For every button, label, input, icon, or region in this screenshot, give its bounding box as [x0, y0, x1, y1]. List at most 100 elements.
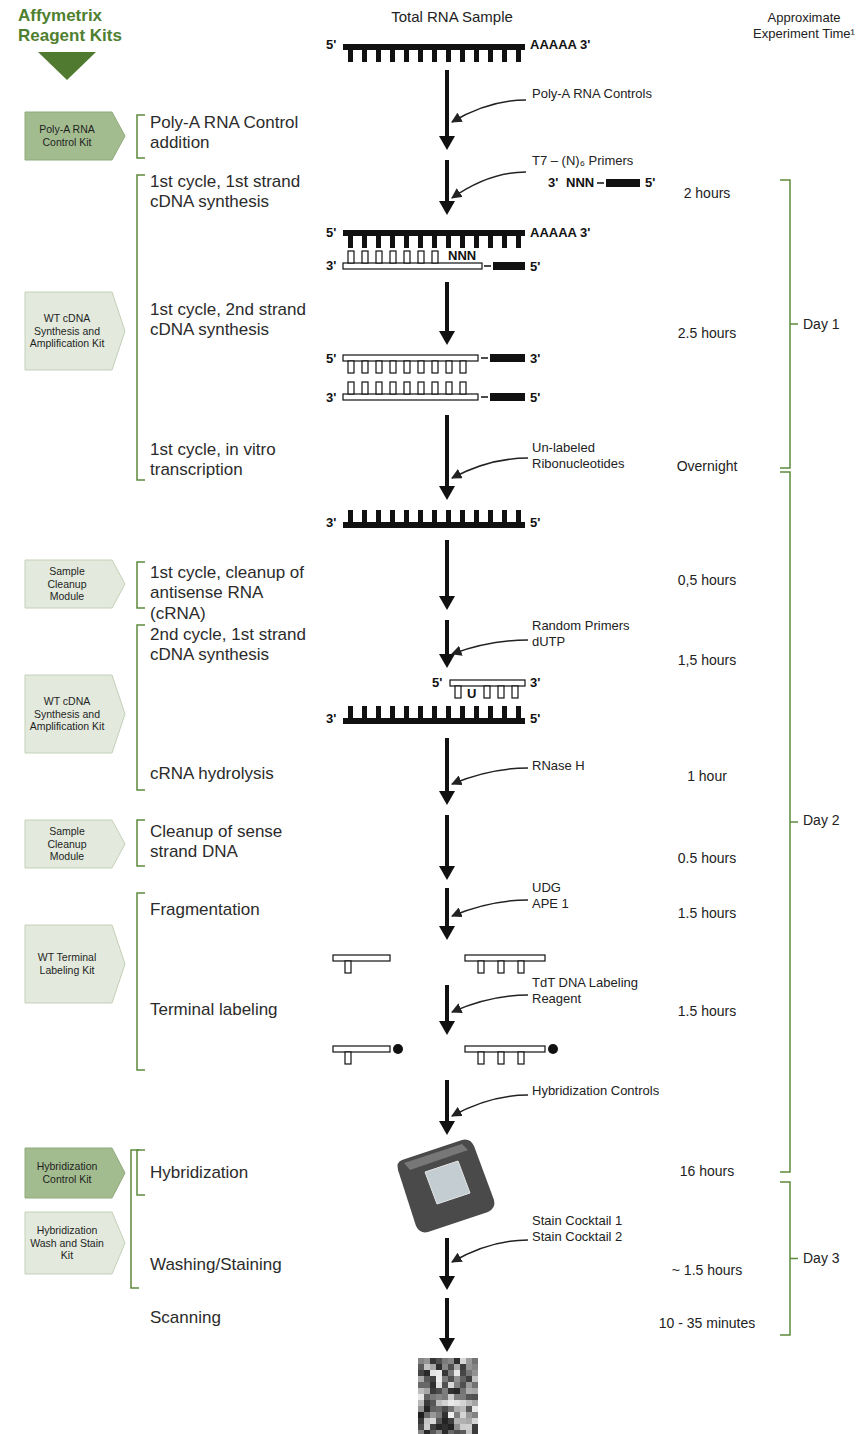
base — [390, 382, 396, 394]
base — [460, 50, 465, 62]
base — [376, 251, 382, 263]
scan-pixel — [454, 1370, 460, 1376]
strand-backbone — [343, 263, 482, 269]
strand-end-label: 5' — [326, 38, 336, 51]
scan-pixel — [448, 1364, 454, 1370]
scan-pixel — [460, 1412, 466, 1418]
scan-pixel — [436, 1400, 442, 1406]
day-bracket — [780, 1182, 798, 1335]
scan-pixel — [436, 1394, 442, 1400]
step-label: 1st cycle, in vitro transcription — [150, 440, 322, 481]
reagent-label: RNase H — [532, 758, 632, 774]
scan-pixel — [436, 1370, 442, 1376]
base — [460, 236, 465, 248]
scan-pixel — [460, 1406, 466, 1412]
reagent-label: Hybridization Controls — [532, 1083, 662, 1099]
scan-pixel — [472, 1370, 478, 1376]
tag-outline — [25, 560, 125, 608]
base — [390, 251, 396, 263]
flow-arrow — [445, 888, 449, 928]
flow-arrowhead — [439, 654, 455, 668]
time-label: 16 hours — [647, 1163, 767, 1180]
reagent-label: T7 – (N)₆ Primers — [532, 153, 662, 169]
flow-arrow — [445, 540, 449, 598]
base — [404, 251, 410, 263]
base — [348, 706, 353, 718]
t7-promoter — [606, 179, 640, 187]
base — [418, 251, 424, 263]
scan-pixel — [472, 1430, 478, 1434]
base — [516, 706, 521, 718]
kit-bracket — [137, 175, 145, 480]
time-label: 2 hours — [647, 185, 767, 202]
header-label: Approximate Experiment Time¹ — [748, 10, 860, 41]
base — [404, 50, 409, 62]
dna-strand — [333, 955, 390, 973]
step-label: Terminal labeling — [150, 1000, 322, 1020]
base — [460, 382, 466, 394]
time-label: 1 hour — [647, 768, 767, 785]
scan-pixel — [418, 1370, 424, 1376]
strand-backbone — [343, 522, 525, 528]
scan-pixel — [466, 1424, 472, 1430]
scan-pixel — [460, 1418, 466, 1424]
header-label: Total RNA Sample — [372, 8, 532, 26]
scan-pixel — [436, 1412, 442, 1418]
kit-tag: WT Terminal Labeling Kit — [25, 925, 125, 1003]
flow-arrowhead — [439, 201, 455, 215]
scan-pixel — [418, 1376, 424, 1382]
base — [390, 236, 395, 248]
base — [404, 361, 410, 373]
base — [432, 236, 437, 248]
dna-strand — [465, 1046, 545, 1064]
time-label: 1,5 hours — [647, 652, 767, 669]
base — [498, 961, 504, 973]
kit-tag: WT cDNA Synthesis and Amplification Kit — [25, 292, 125, 370]
base — [348, 361, 354, 373]
dna-strand — [343, 355, 478, 373]
strand-end-label: 5' — [326, 226, 336, 239]
step-label: Hybridization — [150, 1163, 322, 1183]
scan-pixel — [424, 1406, 430, 1412]
scan-pixel — [430, 1364, 436, 1370]
scan-pixel — [430, 1418, 436, 1424]
reagent-label: TdT DNA Labeling Reagent — [532, 975, 642, 1006]
base — [502, 706, 507, 718]
scan-pixel — [448, 1424, 454, 1430]
base — [502, 236, 507, 248]
scan-pixel — [448, 1370, 454, 1376]
base — [446, 236, 451, 248]
flow-arrow — [445, 985, 449, 1023]
flow-arrow — [445, 70, 449, 138]
reagent-pointer — [452, 995, 528, 1012]
rna-strand — [343, 230, 525, 248]
kit-bracket — [137, 893, 145, 1070]
base — [502, 510, 507, 522]
t7-promoter — [490, 393, 525, 401]
strand-end-label: AAAAA 3' — [530, 38, 590, 51]
base — [348, 510, 353, 522]
scan-pixel — [466, 1358, 472, 1364]
flow-arrowhead — [439, 866, 455, 880]
scan-pixel — [472, 1406, 478, 1412]
heading-triangle — [38, 52, 96, 80]
biotin-label — [548, 1044, 558, 1054]
scan-pixel — [460, 1382, 466, 1388]
base — [512, 686, 518, 698]
time-label: ~ 1.5 hours — [647, 1262, 767, 1279]
base — [404, 236, 409, 248]
base — [488, 50, 493, 62]
base — [484, 686, 490, 698]
step-label: Washing/Staining — [150, 1255, 322, 1275]
base — [362, 382, 368, 394]
base — [474, 236, 479, 248]
base — [446, 361, 452, 373]
kit-tag: Hybridization Control Kit — [25, 1148, 125, 1198]
kit-name: Hybridization Wash and Stain Kit — [29, 1224, 105, 1262]
strand-end-label: NNN — [448, 249, 476, 262]
kit-tag: Sample Cleanup Module — [25, 560, 125, 608]
strand-end-label: 3' — [548, 176, 558, 189]
reagent-label: Un-labeled Ribonucleotides — [532, 440, 632, 471]
